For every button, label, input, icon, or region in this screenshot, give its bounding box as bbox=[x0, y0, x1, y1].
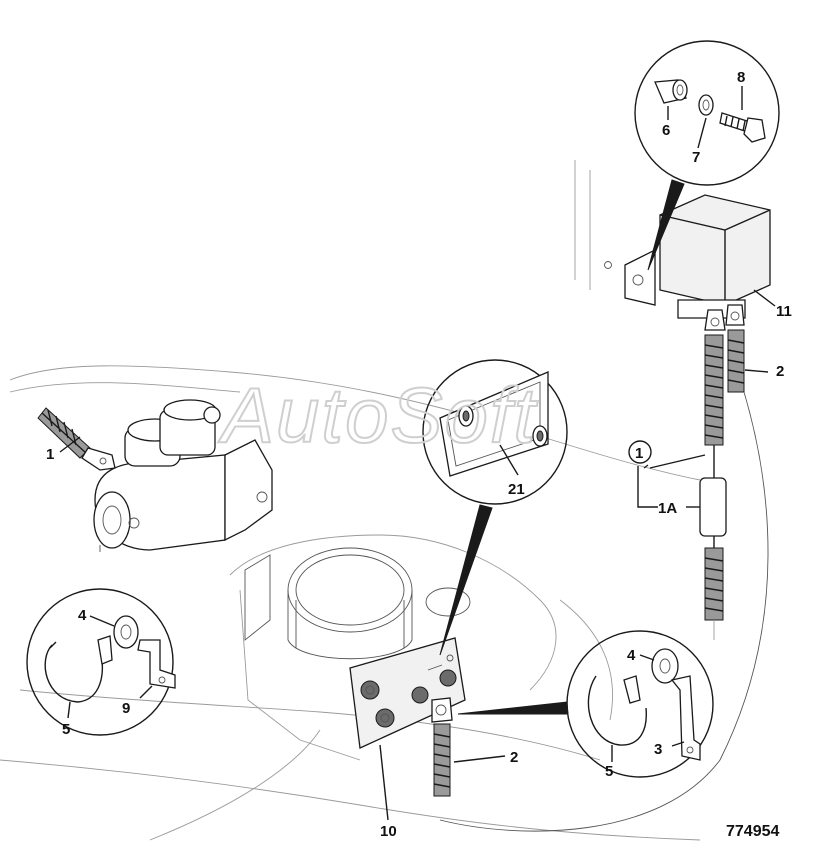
callout-11: 11 bbox=[776, 303, 792, 320]
detail-circle-gasket bbox=[422, 359, 568, 505]
callout-circle-1 bbox=[628, 440, 652, 464]
machine-outline bbox=[0, 160, 701, 841]
callout-8: 8 bbox=[737, 69, 745, 86]
callout-1: 1 bbox=[46, 446, 54, 463]
drawing-number: 774954 bbox=[726, 823, 779, 840]
callout-2-top: 2 bbox=[776, 363, 784, 380]
detail-circle-fasteners bbox=[634, 40, 780, 186]
terminal-block-10 bbox=[349, 637, 466, 749]
callout-1a: 1A bbox=[658, 500, 677, 517]
detail-pointer-top bbox=[647, 179, 685, 271]
relay-11 bbox=[604, 194, 771, 319]
callout-5-left: 5 bbox=[62, 721, 70, 738]
callout-2-bottom: 2 bbox=[510, 749, 518, 766]
callout-5-right: 5 bbox=[605, 763, 613, 780]
detail-circle-clip-left bbox=[26, 588, 176, 736]
cable-end-1 bbox=[37, 407, 116, 471]
callout-9: 9 bbox=[122, 700, 130, 717]
callout-1-circled: 1 bbox=[635, 445, 643, 462]
callout-labels: 1 1 1A 2 2 3 4 4 5 5 6 7 8 9 10 11 21 bbox=[46, 69, 792, 840]
detail-circle-clip-right bbox=[566, 630, 714, 778]
callout-7: 7 bbox=[692, 149, 700, 166]
leader-lines bbox=[59, 289, 776, 821]
watermark: AutoSoft bbox=[218, 371, 539, 459]
callout-3: 3 bbox=[654, 741, 662, 758]
detail-pointer-gasket bbox=[439, 504, 493, 656]
starter-motor bbox=[93, 399, 273, 552]
callout-4-left: 4 bbox=[78, 607, 87, 624]
cable-end-2-bottom bbox=[431, 697, 453, 797]
callout-4-right: 4 bbox=[627, 647, 636, 664]
callout-10: 10 bbox=[380, 823, 397, 840]
relay-cables bbox=[439, 304, 769, 832]
callout-6: 6 bbox=[662, 122, 670, 139]
detail-pointer-right bbox=[457, 701, 569, 715]
callout-21: 21 bbox=[508, 481, 525, 498]
drum-housing bbox=[244, 547, 471, 660]
